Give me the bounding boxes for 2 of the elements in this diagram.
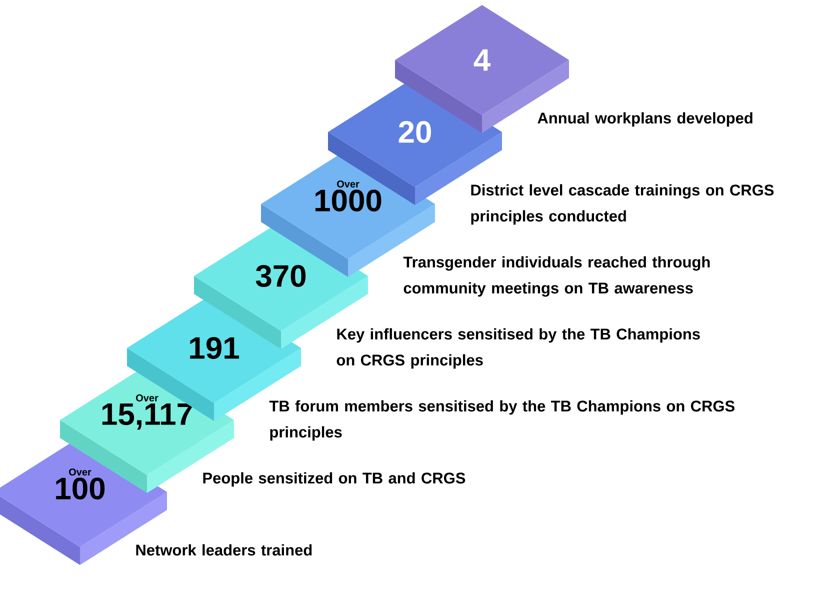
- step-description: District level cascade trainings on CRGS principles conducted: [471, 184, 774, 225]
- step-description: Network leaders trained: [136, 544, 312, 556]
